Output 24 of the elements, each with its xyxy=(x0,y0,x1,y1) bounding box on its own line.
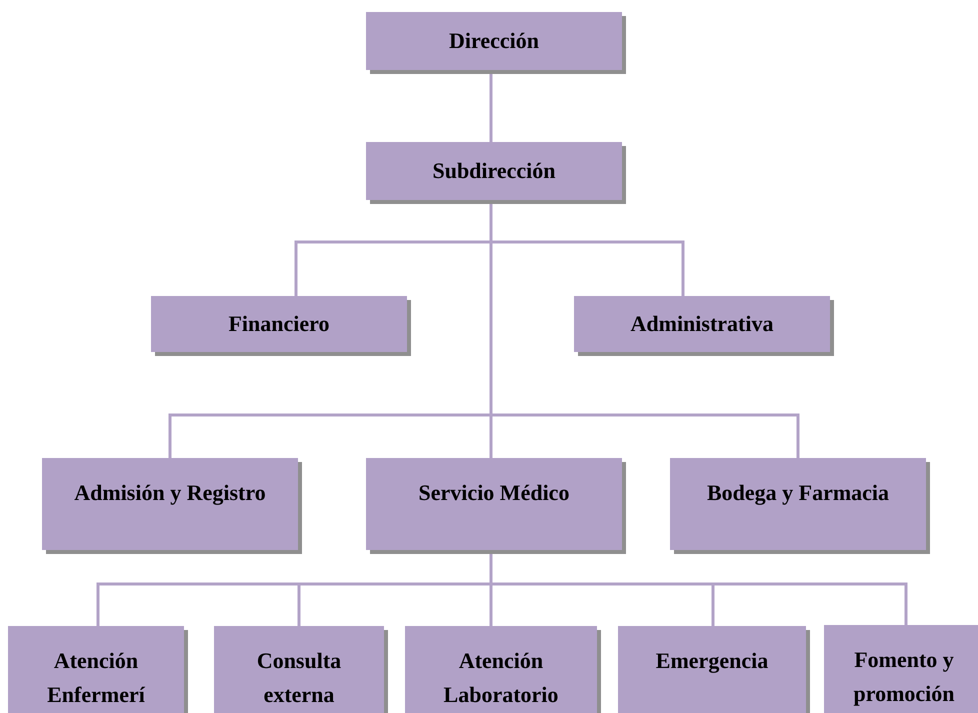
org-box xyxy=(366,12,622,70)
unit-name: Administrativa xyxy=(630,310,774,338)
unit-name: Financiero xyxy=(228,310,330,338)
org-box xyxy=(366,458,622,550)
unit-name: Atención Laboratorio xyxy=(442,647,560,709)
org-box xyxy=(151,296,407,352)
unit-name: Dirección xyxy=(448,27,539,55)
org-box xyxy=(618,626,806,713)
unit-name: Emergencia xyxy=(656,647,768,675)
unit-name: Servicio Médico xyxy=(418,479,570,507)
org-box xyxy=(214,626,384,713)
org-box xyxy=(42,458,298,550)
unit-name: Atención Enfermerí xyxy=(46,647,146,709)
unit-name: Subdirección xyxy=(432,157,556,185)
org-box xyxy=(574,296,830,352)
unit-name: Consulta externa xyxy=(256,647,342,709)
unit-name: Bodega y Farmacia xyxy=(706,479,890,507)
unit-name: Admisión y Registro xyxy=(74,479,266,507)
org-box xyxy=(405,626,597,713)
org-box xyxy=(824,625,978,713)
org-box xyxy=(670,458,926,550)
org-box xyxy=(8,626,184,713)
unit-name: Fomento y promoción xyxy=(852,646,956,708)
org-box xyxy=(366,142,622,200)
